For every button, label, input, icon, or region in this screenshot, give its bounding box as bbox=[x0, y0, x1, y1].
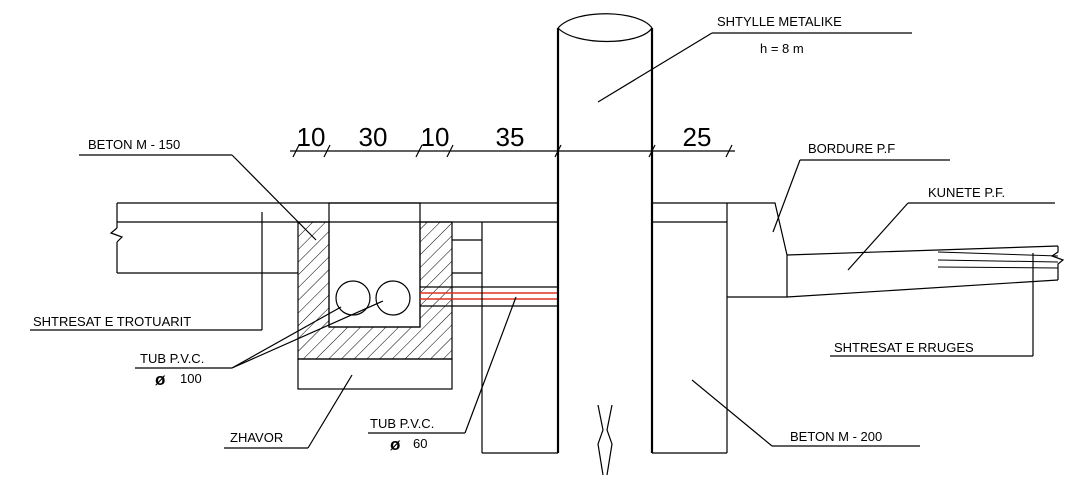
curb-and-gutter bbox=[727, 202, 1065, 298]
sidewalk-layers bbox=[109, 202, 558, 274]
foundation-block bbox=[481, 202, 728, 454]
leader-lines bbox=[30, 32, 1055, 449]
beton-200-label: BETON M - 200 bbox=[790, 429, 882, 444]
gutter-label: KUNETE P.F. bbox=[928, 185, 1005, 200]
pvc-pipe-60 bbox=[420, 286, 558, 307]
dimension-25: 25 bbox=[683, 122, 712, 152]
pvc-pipe-100-a bbox=[335, 280, 371, 316]
metal-pole bbox=[556, 13, 654, 476]
pvc-60-label: TUB P.V.C. bbox=[370, 416, 434, 431]
pvc-pipe-100-b bbox=[375, 280, 411, 316]
dimension-35: 35 bbox=[496, 122, 525, 152]
curb-label: BORDURE P.F bbox=[808, 141, 895, 156]
pvc-100-size: 100 bbox=[180, 371, 202, 386]
pole-title-label: SHTYLLE METALIKE bbox=[717, 14, 842, 29]
dimension-10-b: 10 bbox=[421, 122, 450, 152]
dimension-30: 30 bbox=[359, 122, 388, 152]
diameter-symbol-60: ø bbox=[390, 435, 401, 454]
gravel-bed bbox=[297, 358, 453, 390]
pvc-60-size: 60 bbox=[413, 436, 427, 451]
beton-150-label: BETON M - 150 bbox=[88, 137, 180, 152]
pvc-100-label: TUB P.V.C. bbox=[140, 351, 204, 366]
road-layers-label: SHTRESAT E RRUGES bbox=[834, 340, 974, 355]
labels: SHTYLLE METALIKE h = 8 m BETON M - 150 S… bbox=[33, 14, 1005, 454]
sidewalk-layers-label: SHTRESAT E TROTUARIT bbox=[33, 314, 191, 329]
gravel-label: ZHAVOR bbox=[230, 430, 283, 445]
dimension-line: 10 30 10 35 25 bbox=[290, 122, 735, 158]
cable-trench bbox=[297, 202, 453, 390]
diameter-symbol-100: ø bbox=[155, 370, 166, 389]
dimension-10-a: 10 bbox=[297, 122, 326, 152]
pole-height-label: h = 8 m bbox=[760, 41, 804, 56]
